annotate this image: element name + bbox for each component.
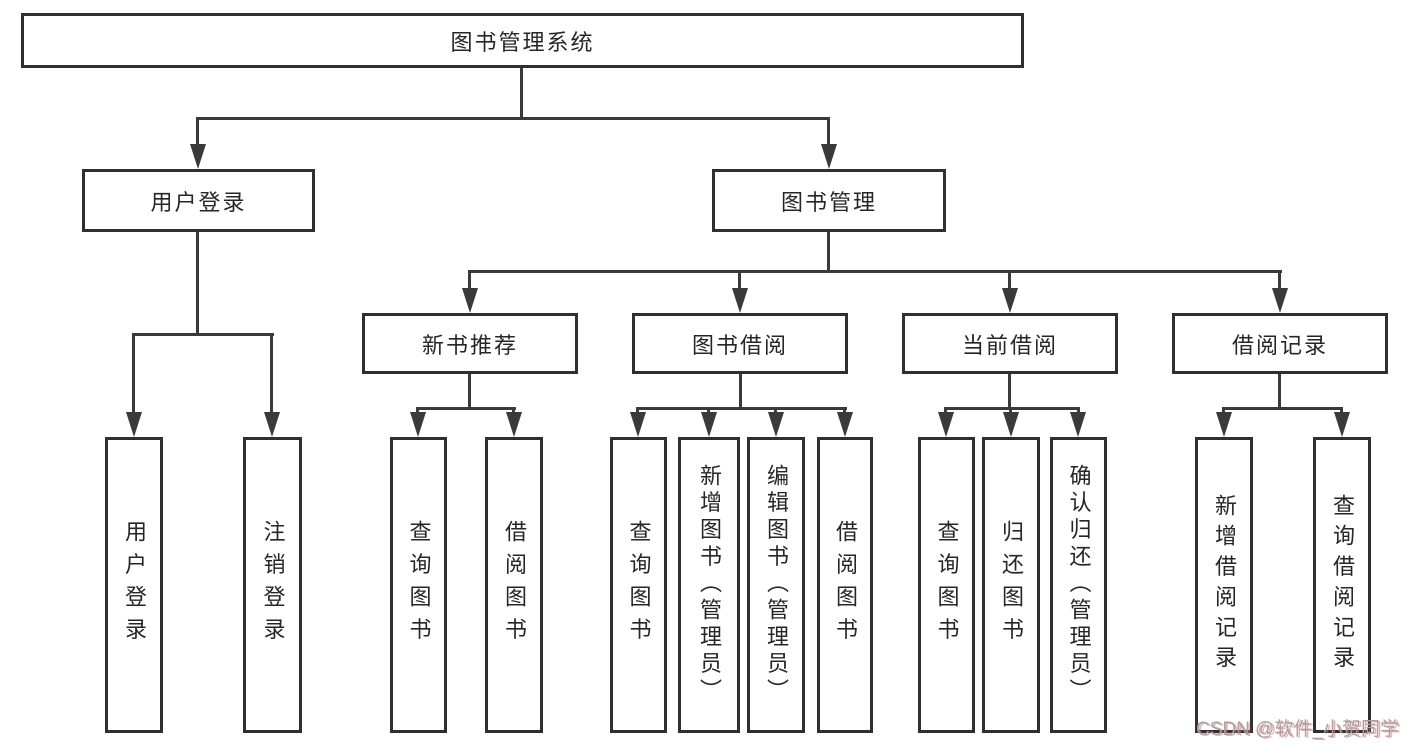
- leaf-borrow-book-label: 借阅图书: [833, 519, 858, 651]
- connector-userlogin-drop-1: [132, 333, 135, 413]
- arrowhead-to-leaf-current-confirm-icon: [1070, 412, 1086, 437]
- leaf-borrow-query: 查询图书: [610, 437, 667, 733]
- connector-root-drop-left: [196, 117, 199, 145]
- leaf-user-login: 用户登录: [105, 437, 163, 733]
- connector-root-drop-right: [827, 117, 830, 145]
- connector-bookborrow-drop-3: [774, 407, 777, 414]
- arrowhead-to-leaf-borrow-edit-icon: [768, 412, 784, 437]
- leaf-current-return-label: 归还图书: [999, 519, 1024, 651]
- leaf-borrow-edit-label: 编辑图书（管理员）: [764, 464, 789, 706]
- connector-bookborrow-drop-4: [843, 407, 846, 414]
- connector-currentborrow-bar: [944, 407, 1080, 410]
- arrowhead-to-user-login-icon: [190, 144, 206, 169]
- connector-newbooks-stem: [468, 374, 471, 409]
- arrowhead-to-borrow-records-icon: [1272, 288, 1288, 313]
- connector-root-stem: [520, 68, 523, 118]
- arrowhead-to-current-borrow-icon: [1002, 288, 1018, 313]
- node-current-borrow: 当前借阅: [902, 313, 1118, 374]
- connector-bookmgmt-drop-4: [1278, 270, 1281, 289]
- arrowhead-to-leaf-logout-icon: [264, 412, 280, 437]
- csdn-watermark: CSDN @软件_小贺同学: [1196, 719, 1399, 740]
- node-book-mgmt: 图书管理: [712, 169, 946, 232]
- arrowhead-to-book-borrow-icon: [732, 288, 748, 313]
- connector-currentborrow-drop-3: [1077, 407, 1080, 414]
- connector-userlogin-stem: [196, 232, 199, 335]
- connector-currentborrow-drop-2: [1009, 407, 1012, 414]
- connector-records-bar: [1222, 407, 1343, 410]
- connector-bookmgmt-drop-1: [468, 270, 471, 289]
- connector-bookborrow-drop-2: [707, 407, 710, 414]
- connector-bookborrow-bar: [636, 407, 847, 410]
- connector-newbooks-drop-1: [416, 407, 419, 414]
- leaf-current-query-label: 查询图书: [934, 519, 960, 651]
- node-book-mgmt-label: 图书管理: [780, 189, 877, 215]
- connector-bookmgmt-drop-2: [738, 270, 741, 289]
- leaf-newbooks-borrow-label: 借阅图书: [502, 519, 527, 651]
- connector-newbooks-bar: [416, 407, 516, 410]
- leaf-newbooks-query-label: 查询图书: [406, 519, 432, 651]
- arrowhead-to-leaf-borrow-add-icon: [701, 412, 717, 437]
- leaf-borrow-edit: 编辑图书（管理员）: [747, 437, 805, 733]
- connector-root-bar: [196, 117, 830, 120]
- connector-bookborrow-drop-1: [636, 407, 639, 414]
- arrowhead-to-leaf-borrow-query-icon: [630, 412, 646, 437]
- leaf-current-confirm: 确认归还（管理员）: [1050, 437, 1107, 733]
- leaf-newbooks-borrow: 借阅图书: [485, 437, 543, 733]
- connector-records-drop-1: [1222, 407, 1225, 414]
- connector-bookborrow-stem: [739, 374, 742, 409]
- leaf-records-query-label: 查询借阅记录: [1330, 493, 1355, 677]
- arrowhead-to-leaf-current-return-icon: [1003, 412, 1019, 437]
- node-root-label: 图书管理系统: [450, 29, 595, 55]
- connector-records-stem: [1278, 374, 1281, 409]
- node-root: 图书管理系统: [21, 13, 1024, 68]
- leaf-borrow-query-label: 查询图书: [626, 519, 652, 651]
- leaf-borrow-add: 新增图书（管理员）: [678, 437, 740, 733]
- node-borrow-records: 借阅记录: [1172, 313, 1388, 374]
- node-book-borrow-label: 图书借阅: [691, 332, 788, 358]
- leaf-borrow-add-label: 新增图书（管理员）: [697, 464, 722, 706]
- node-user-login: 用户登录: [82, 169, 315, 232]
- arrowhead-to-book-mgmt-icon: [821, 144, 837, 169]
- leaf-user-login-label: 用户登录: [122, 519, 147, 651]
- node-book-borrow: 图书借阅: [632, 313, 848, 374]
- leaf-records-add-label: 新增借阅记录: [1212, 493, 1237, 677]
- leaf-current-query: 查询图书: [918, 437, 975, 733]
- node-user-login-label: 用户登录: [150, 189, 247, 215]
- connector-userlogin-bar: [132, 333, 274, 336]
- arrowhead-to-new-books-icon: [462, 288, 478, 313]
- node-new-books-label: 新书推荐: [421, 332, 518, 358]
- connector-currentborrow-drop-1: [944, 407, 947, 414]
- node-current-borrow-label: 当前借阅: [961, 332, 1058, 358]
- connector-currentborrow-stem: [1008, 374, 1011, 409]
- arrowhead-to-leaf-borrow-book-icon: [837, 412, 853, 437]
- leaf-logout: 注销登录: [243, 437, 302, 733]
- leaf-logout-label: 注销登录: [260, 519, 286, 651]
- arrowhead-to-leaf-user-login-icon: [126, 412, 142, 437]
- arrowhead-to-leaf-newbooks-query-icon: [410, 412, 426, 437]
- leaf-current-return: 归还图书: [982, 437, 1040, 733]
- leaf-current-confirm-label: 确认归还（管理员）: [1066, 464, 1092, 706]
- arrowhead-to-leaf-records-query-icon: [1334, 412, 1350, 437]
- node-borrow-records-label: 借阅记录: [1231, 332, 1328, 358]
- connector-bookmgmt-stem: [827, 232, 830, 273]
- leaf-newbooks-query: 查询图书: [390, 437, 447, 733]
- node-new-books: 新书推荐: [362, 313, 578, 374]
- arrowhead-to-leaf-current-query-icon: [938, 412, 954, 437]
- connector-bookmgmt-bar: [468, 270, 1282, 273]
- arrowhead-to-leaf-records-add-icon: [1216, 412, 1232, 437]
- connector-bookmgmt-drop-3: [1008, 270, 1011, 289]
- arrowhead-to-leaf-newbooks-borrow-icon: [506, 412, 522, 437]
- leaf-records-add: 新增借阅记录: [1195, 437, 1253, 733]
- connector-records-drop-2: [1340, 407, 1343, 414]
- connector-newbooks-drop-2: [512, 407, 515, 414]
- leaf-records-query: 查询借阅记录: [1313, 437, 1371, 733]
- leaf-borrow-book: 借阅图书: [817, 437, 873, 733]
- connector-userlogin-drop-2: [270, 333, 273, 413]
